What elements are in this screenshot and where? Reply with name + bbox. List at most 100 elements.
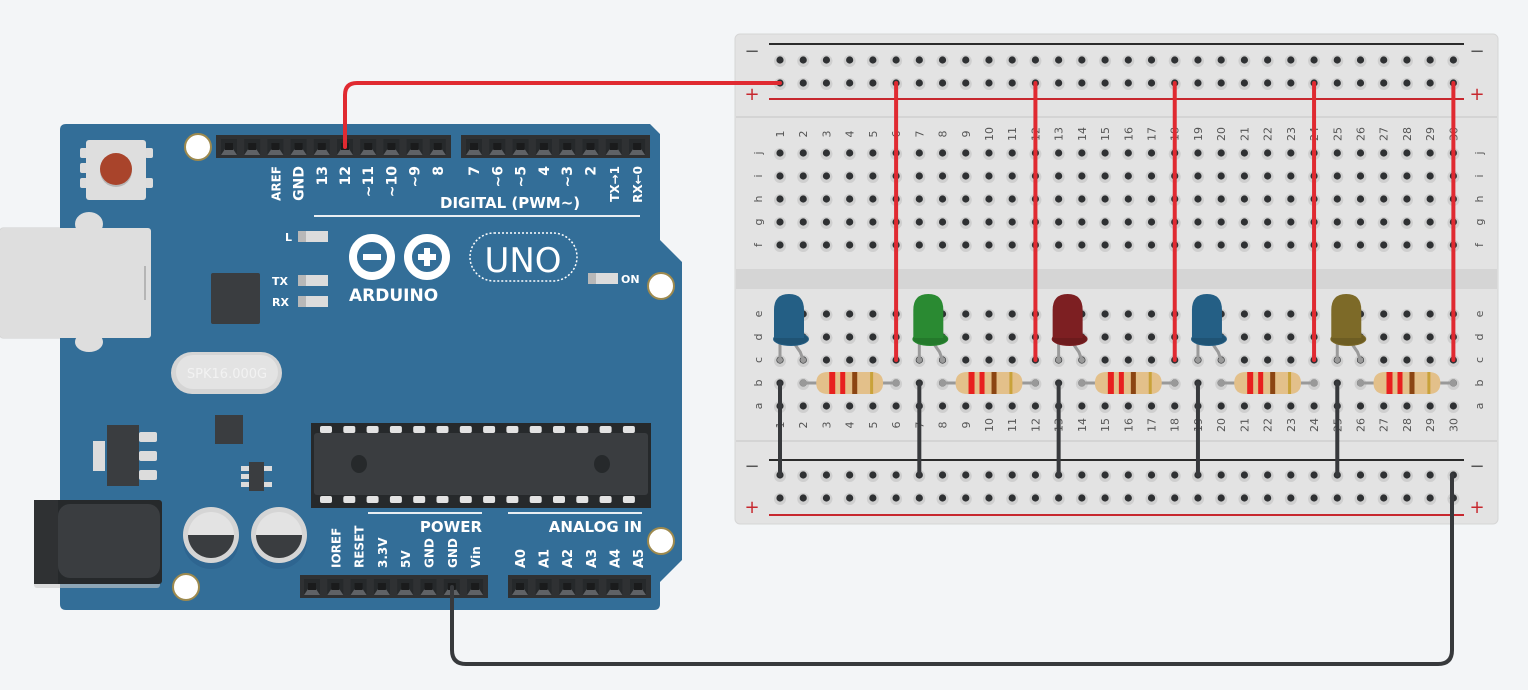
hole-d21[interactable] <box>1238 332 1251 344</box>
hole-a24[interactable] <box>1308 401 1321 413</box>
hole-f9[interactable] <box>959 240 972 252</box>
bottom-minus-rail-hole[interactable] <box>843 470 856 482</box>
hole-a4[interactable] <box>843 401 856 413</box>
wire-pin12-to-top-plus[interactable] <box>343 81 782 149</box>
hole-a16[interactable] <box>1122 401 1135 413</box>
analog-pin-A1[interactable] <box>535 579 552 595</box>
digital-pin-AREF[interactable] <box>267 139 284 155</box>
hole-h2[interactable] <box>797 194 810 206</box>
top-plus-rail-hole[interactable] <box>1075 78 1088 90</box>
hole-a20[interactable] <box>1215 401 1228 413</box>
hole-a27[interactable] <box>1377 401 1390 413</box>
hole-h8[interactable] <box>936 194 949 206</box>
hole-f3[interactable] <box>820 240 833 252</box>
hole-d28[interactable] <box>1400 332 1413 344</box>
hole-a15[interactable] <box>1099 401 1112 413</box>
hole-a5[interactable] <box>866 401 879 413</box>
hole-c28[interactable] <box>1400 355 1413 367</box>
top-plus-rail-hole[interactable] <box>1284 78 1297 90</box>
hole-g13[interactable] <box>1052 217 1065 229</box>
hole-a21[interactable] <box>1238 401 1251 413</box>
hole-f5[interactable] <box>866 240 879 252</box>
hole-f23[interactable] <box>1284 240 1297 252</box>
hole-d3[interactable] <box>820 332 833 344</box>
top-minus-rail-hole[interactable] <box>1145 55 1158 67</box>
top-minus-rail-hole[interactable] <box>1377 55 1390 67</box>
top-plus-rail-hole[interactable] <box>1099 78 1112 90</box>
hole-i4[interactable] <box>843 171 856 183</box>
top-minus-rail-hole[interactable] <box>1215 55 1228 67</box>
bottom-minus-rail-hole[interactable] <box>1029 470 1042 482</box>
bottom-minus-rail-hole[interactable] <box>1308 470 1321 482</box>
digital-pin-TX1[interactable] <box>605 139 622 155</box>
bottom-plus-rail-hole[interactable] <box>1145 493 1158 505</box>
hole-f27[interactable] <box>1377 240 1390 252</box>
top-plus-rail-hole[interactable] <box>1122 78 1135 90</box>
bottom-plus-rail-hole[interactable] <box>1284 493 1297 505</box>
hole-h5[interactable] <box>866 194 879 206</box>
bottom-minus-rail-hole[interactable] <box>1261 470 1274 482</box>
hole-i26[interactable] <box>1354 171 1367 183</box>
top-minus-rail-hole[interactable] <box>890 55 903 67</box>
top-plus-rail-hole[interactable] <box>1424 78 1437 90</box>
hole-e10[interactable] <box>982 309 995 321</box>
hole-i7[interactable] <box>913 171 926 183</box>
hole-e29[interactable] <box>1424 309 1437 321</box>
breadboard[interactable]: − + − + − + − + 112233445566778899101011… <box>734 33 1499 525</box>
bottom-plus-rail-hole[interactable] <box>1029 493 1042 505</box>
hole-a2[interactable] <box>797 401 810 413</box>
analog-pin-A5[interactable] <box>630 579 646 595</box>
bottom-minus-rail-hole[interactable] <box>959 470 972 482</box>
top-minus-rail-hole[interactable] <box>1238 55 1251 67</box>
hole-e5[interactable] <box>866 309 879 321</box>
power-pin-RESET[interactable] <box>350 579 367 595</box>
hole-e21[interactable] <box>1238 309 1251 321</box>
hole-a12[interactable] <box>1029 401 1042 413</box>
hole-c27[interactable] <box>1377 355 1390 367</box>
digital-pin-unlabeled[interactable] <box>244 139 261 155</box>
bottom-plus-rail-hole[interactable] <box>1191 493 1204 505</box>
bottom-plus-rail-hole[interactable] <box>1099 493 1112 505</box>
hole-c22[interactable] <box>1261 355 1274 367</box>
hole-g7[interactable] <box>913 217 926 229</box>
hole-e4[interactable] <box>843 309 856 321</box>
hole-g23[interactable] <box>1284 217 1297 229</box>
hole-i16[interactable] <box>1122 171 1135 183</box>
bottom-plus-rail-hole[interactable] <box>1377 493 1390 505</box>
hole-f25[interactable] <box>1331 240 1344 252</box>
power-pin-5V[interactable] <box>397 579 414 595</box>
hole-e15[interactable] <box>1099 309 1112 321</box>
power-pin-Vin[interactable] <box>467 579 484 595</box>
hole-i11[interactable] <box>1006 171 1019 183</box>
hole-g4[interactable] <box>843 217 856 229</box>
hole-j5[interactable] <box>866 148 879 160</box>
hole-j20[interactable] <box>1215 148 1228 160</box>
led-yellow[interactable] <box>1330 294 1367 363</box>
bottom-minus-rail-hole[interactable] <box>1354 470 1367 482</box>
hole-e16[interactable] <box>1122 309 1135 321</box>
hole-g27[interactable] <box>1377 217 1390 229</box>
top-plus-rail-hole[interactable] <box>1261 78 1274 90</box>
hole-j10[interactable] <box>982 148 995 160</box>
hole-h4[interactable] <box>843 194 856 206</box>
top-plus-rail-hole[interactable] <box>797 78 810 90</box>
bottom-plus-rail-hole[interactable] <box>774 493 786 505</box>
top-minus-rail-hole[interactable] <box>1331 55 1344 67</box>
hole-g16[interactable] <box>1122 217 1135 229</box>
top-minus-rail-hole[interactable] <box>1168 55 1181 67</box>
hole-f28[interactable] <box>1400 240 1413 252</box>
digital-pin-11[interactable] <box>360 139 377 155</box>
digital-pin-7[interactable] <box>466 139 482 155</box>
hole-e9[interactable] <box>959 309 972 321</box>
top-minus-rail-hole[interactable] <box>1029 55 1042 67</box>
top-plus-rail-hole[interactable] <box>1191 78 1204 90</box>
led-red[interactable] <box>1051 294 1088 363</box>
hole-h29[interactable] <box>1424 194 1437 206</box>
top-minus-rail-hole[interactable] <box>1099 55 1112 67</box>
top-minus-rail-hole[interactable] <box>1308 55 1321 67</box>
hole-a3[interactable] <box>820 401 833 413</box>
hole-j26[interactable] <box>1354 148 1367 160</box>
hole-h14[interactable] <box>1075 194 1088 206</box>
bottom-plus-rail-hole[interactable] <box>1331 493 1344 505</box>
